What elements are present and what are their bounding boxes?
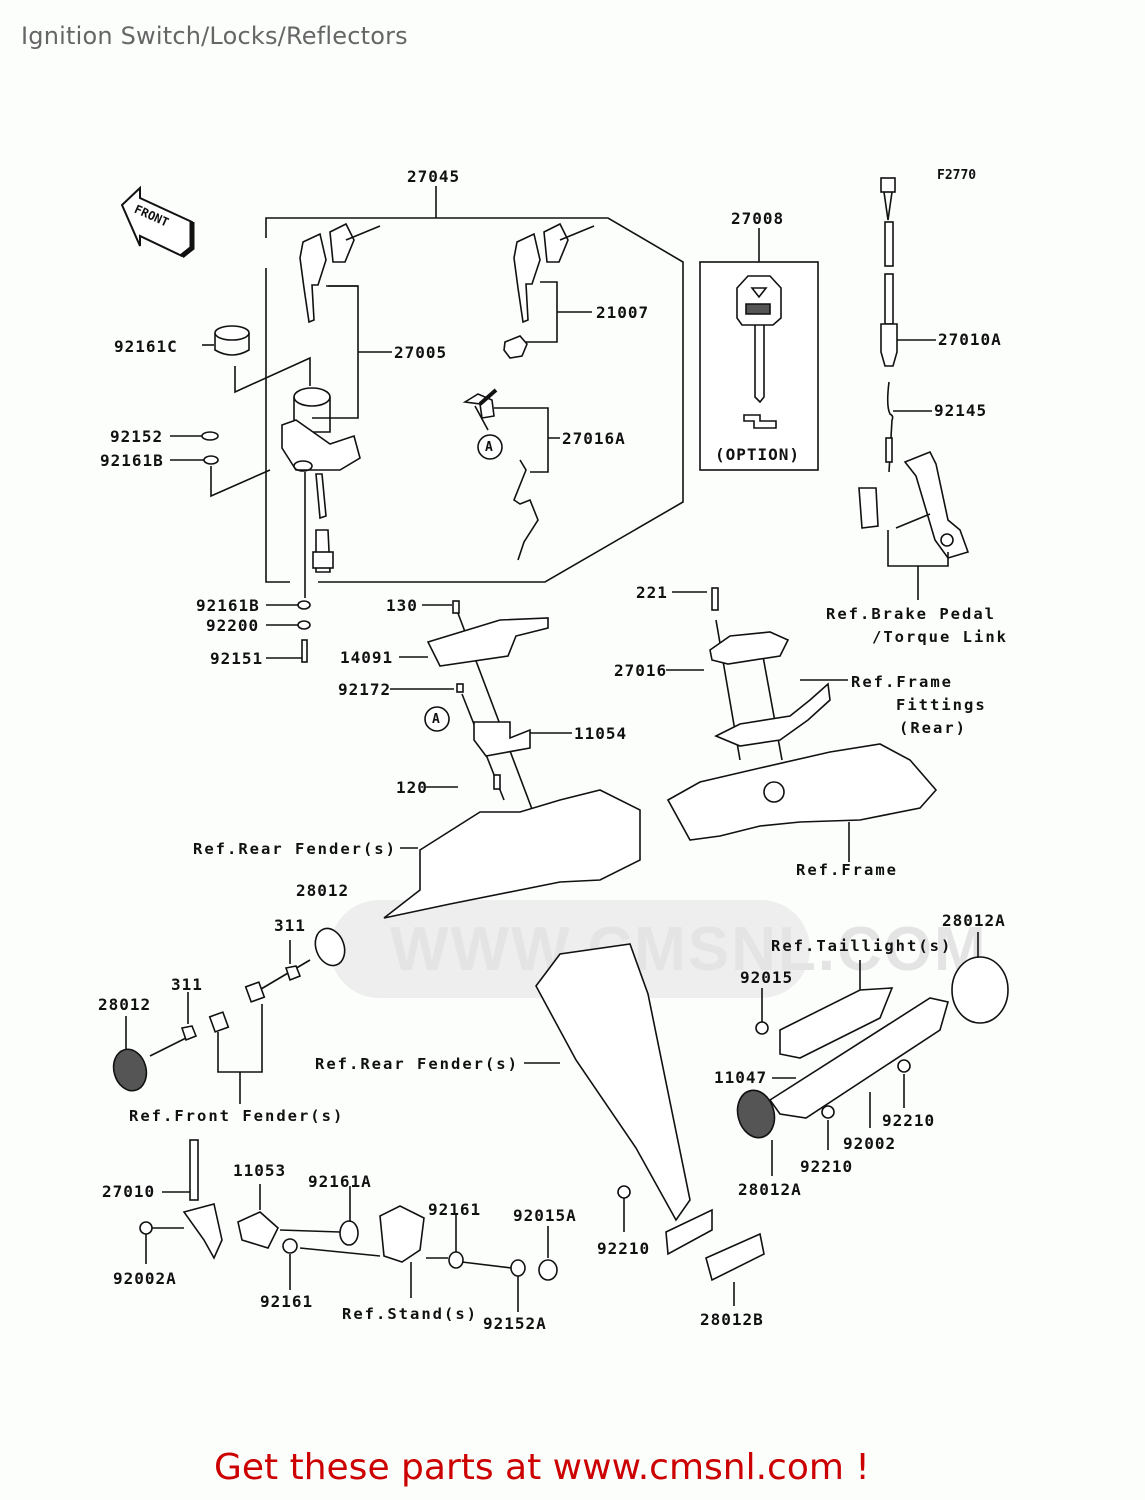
part-callout-27016[interactable]: 27016 — [614, 661, 668, 680]
reference-marker-a — [477, 434, 503, 460]
part-callout-92002a[interactable]: 92002A — [113, 1269, 177, 1288]
part-callout-92161c[interactable]: 92161C — [114, 337, 178, 356]
kit-27045-outline — [265, 186, 684, 583]
part-callout-92151[interactable]: 92151 — [210, 649, 264, 668]
option-key-box — [699, 228, 819, 471]
part-callout-311[interactable]: 311 — [274, 916, 306, 935]
washer-icon — [170, 431, 271, 498]
ignition-switch-icon — [281, 387, 361, 573]
part-callout-92210[interactable]: 92210 — [597, 1239, 651, 1258]
part-callout-27016a[interactable]: 27016A — [562, 429, 626, 448]
assembly-line — [234, 356, 311, 394]
figure-number: F2770 — [937, 168, 977, 183]
license-plate-holder-icon — [535, 943, 691, 1222]
promo-link[interactable]: Get these parts at www.cmsnl.com ! — [214, 1447, 870, 1488]
ref-taillight[interactable]: Ref.Taillight(s) — [771, 937, 953, 955]
part-callout-28012a[interactable]: 28012A — [942, 911, 1006, 930]
lock-cap-icon — [503, 335, 528, 359]
reference-marker-a-label: A — [485, 440, 493, 455]
part-callout-28012a[interactable]: 28012A — [738, 1180, 802, 1199]
part-callout-92161[interactable]: 92161 — [260, 1292, 314, 1311]
watermark-text: WWW.CMSNL.COM — [390, 915, 988, 984]
part-callout-21007[interactable]: 21007 — [596, 303, 650, 322]
reference-marker-a-label: A — [432, 712, 440, 727]
brake-pedal-icon — [858, 450, 970, 600]
reflector-rear-assembly — [736, 932, 1009, 1176]
part-callout-27008[interactable]: 27008 — [731, 209, 785, 228]
part-callout-92210[interactable]: 92210 — [882, 1111, 936, 1130]
sidestand-switch-assembly — [139, 1139, 558, 1312]
key-pair-icon — [299, 222, 381, 324]
part-callout-28012[interactable]: 28012 — [98, 995, 152, 1014]
seat-lock-cylinder-icon — [462, 388, 560, 561]
part-callout-11053[interactable]: 11053 — [233, 1161, 287, 1180]
ref-front-fender[interactable]: Ref.Front Fender(s) — [129, 1107, 345, 1125]
part-callout-27010[interactable]: 27010 — [102, 1182, 156, 1201]
ref-rear-fender[interactable]: Ref.Rear Fender(s) — [315, 1055, 519, 1073]
page-title: Ignition Switch/Locks/Reflectors — [21, 22, 408, 50]
part-callout-92145[interactable]: 92145 — [934, 401, 988, 420]
leader-21007 — [515, 281, 592, 343]
ref-torque-link[interactable]: /Torque Link — [872, 628, 1008, 646]
ref-frame-fittings-line3: (Rear) — [899, 719, 967, 737]
rear-fender-icon — [383, 789, 641, 919]
plate-27016 — [709, 631, 790, 665]
part-callout-27005[interactable]: 27005 — [394, 343, 448, 362]
part-callout-92200[interactable]: 92200 — [206, 616, 260, 635]
leader-27005 — [312, 285, 362, 419]
rear-reflector-28012b — [617, 1185, 765, 1306]
collar-icon — [202, 325, 250, 356]
rear-frame-icon — [666, 743, 938, 841]
part-callout-92161[interactable]: 92161 — [428, 1200, 482, 1219]
part-callout-92015[interactable]: 92015 — [740, 968, 794, 987]
reflector-front-assembly — [112, 927, 346, 1104]
part-callout-92015a[interactable]: 92015A — [513, 1206, 577, 1225]
part-callout-28012[interactable]: 28012 — [296, 881, 350, 900]
ref-stand[interactable]: Ref.Stand(s) — [342, 1305, 478, 1323]
part-callout-92152[interactable]: 92152 — [110, 427, 164, 446]
part-callout-311[interactable]: 311 — [171, 975, 203, 994]
part-callout-27045[interactable]: 27045 — [407, 167, 461, 186]
screw-icon — [452, 587, 719, 790]
part-callout-28012b[interactable]: 28012B — [700, 1310, 764, 1329]
ref-frame[interactable]: Ref.Frame — [796, 861, 898, 879]
part-callout-92210[interactable]: 92210 — [800, 1157, 854, 1176]
part-callout-14091[interactable]: 14091 — [340, 648, 394, 667]
frame-fitting — [714, 682, 831, 747]
key-pair-icon — [513, 222, 595, 324]
bracket-11054 — [473, 721, 531, 757]
part-callout-221[interactable]: 221 — [636, 583, 668, 602]
part-callout-92172[interactable]: 92172 — [338, 680, 392, 699]
part-callout-92161b[interactable]: 92161B — [100, 451, 164, 470]
part-callout-130[interactable]: 130 — [386, 596, 418, 615]
part-callout-11047[interactable]: 11047 — [714, 1068, 768, 1087]
ref-frame-fittings[interactable]: Ref.Frame — [851, 673, 953, 691]
washer-icon — [297, 600, 311, 663]
option-label: (OPTION) — [715, 445, 801, 464]
part-callout-120[interactable]: 120 — [396, 778, 428, 797]
reference-marker-a — [424, 706, 450, 732]
brake-switch-icon — [880, 177, 936, 473]
part-callout-92002[interactable]: 92002 — [843, 1134, 897, 1153]
part-callout-92152a[interactable]: 92152A — [483, 1314, 547, 1333]
cover-14091 — [426, 617, 549, 667]
ref-brake-pedal[interactable]: Ref.Brake Pedal — [826, 605, 996, 623]
part-callout-92161b[interactable]: 92161B — [196, 596, 260, 615]
front-arrow-icon: FRONT — [120, 185, 195, 258]
part-callout-27010a[interactable]: 27010A — [938, 330, 1002, 349]
part-callout-11054[interactable]: 11054 — [574, 724, 628, 743]
ref-rear-fender[interactable]: Ref.Rear Fender(s) — [193, 840, 397, 858]
ref-frame-fittings-line2: Fittings — [896, 696, 987, 714]
part-callout-92161a[interactable]: 92161A — [308, 1172, 372, 1191]
